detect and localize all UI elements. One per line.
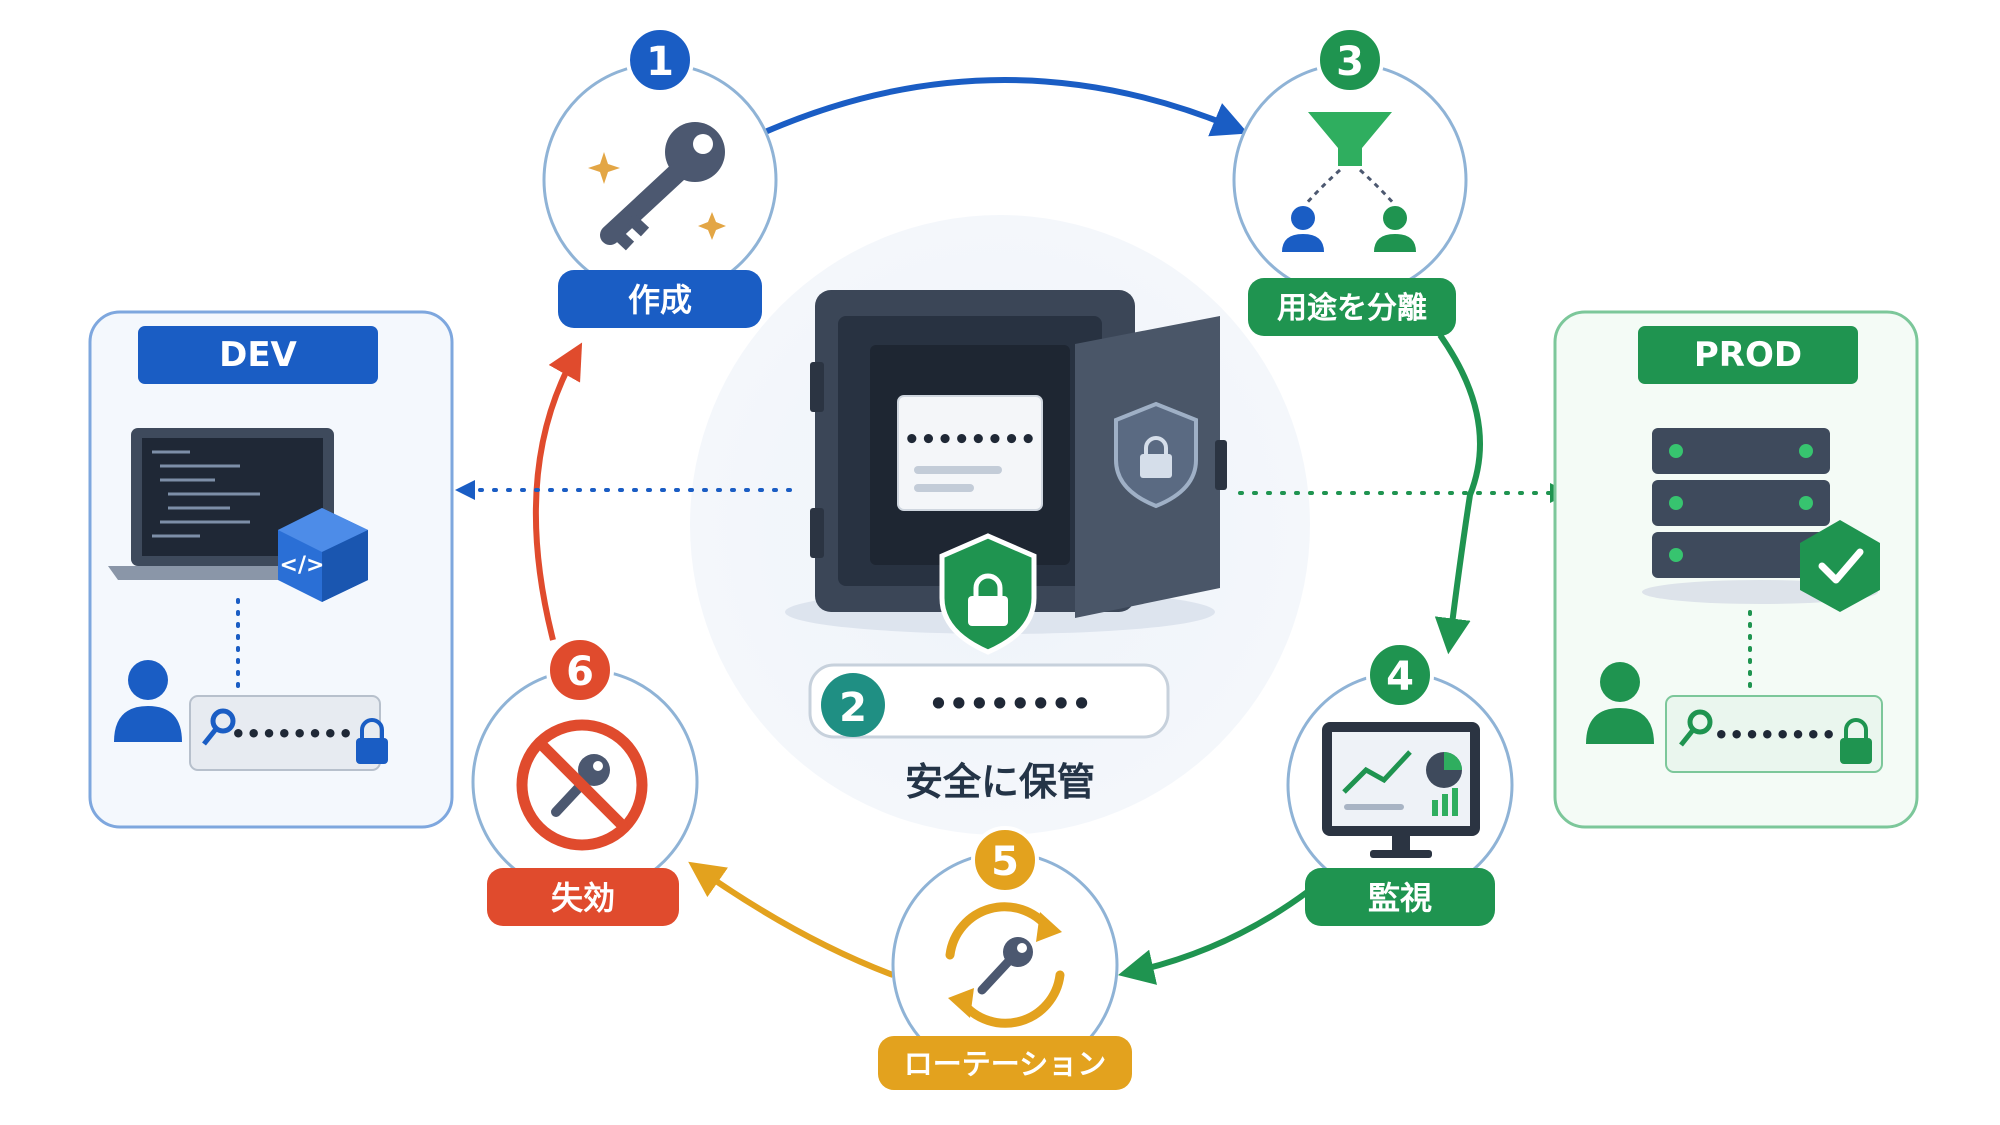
step-5-node: 5 ローテーション	[878, 826, 1132, 1090]
dev-lock-icon	[356, 718, 388, 764]
step-4-label: 監視	[1368, 879, 1432, 917]
step-2-node: 2 •••••••• 安全に保管	[808, 663, 1170, 804]
prod-user-icon	[1586, 662, 1654, 744]
secure-shield-icon	[939, 533, 1037, 655]
dev-key-icon	[202, 708, 236, 746]
step-5-number: 5	[991, 839, 1019, 885]
no-key-icon	[516, 719, 648, 851]
svg-text:</>: </>	[280, 553, 325, 578]
server-stack-icon	[1642, 428, 1878, 604]
prod-secret-mask: ••••••••	[1714, 721, 1837, 749]
vault-card-mask: ••••••••	[904, 425, 1037, 455]
dev-secret-mask: ••••••••	[231, 720, 354, 748]
step-1-node: 1 作成	[542, 26, 778, 328]
dev-environment-panel: DEV </> ••••••••	[88, 310, 454, 829]
step-6-label: 失効	[551, 879, 615, 917]
dev-user-icon	[114, 660, 182, 742]
prod-environment-panel: PROD ••••••••	[1553, 310, 1919, 829]
dev-label: DEV	[219, 335, 297, 375]
door-shield-icon	[1114, 401, 1198, 509]
step-3-label: 用途を分離	[1277, 291, 1427, 326]
step-3-node: 3 用途を分離	[1232, 26, 1468, 336]
step-4-node: 4 監視	[1286, 641, 1514, 926]
step-1-label: 作成	[628, 281, 692, 319]
step-3-number: 3	[1336, 39, 1364, 85]
step-2-label: 安全に保管	[905, 760, 1095, 804]
code-cube-icon: </>	[278, 508, 368, 602]
prod-label: PROD	[1694, 335, 1802, 375]
vault-safe: ••••••••	[785, 290, 1227, 655]
monitor-chart-icon	[1322, 722, 1480, 858]
lifecycle-arrows	[532, 77, 1483, 985]
prod-lock-icon	[1840, 718, 1872, 764]
sparkle-icon	[698, 212, 726, 240]
step-2-secret-mask: ••••••••	[928, 685, 1092, 723]
step-5-label: ローテーション	[904, 1047, 1106, 1081]
key-icon	[600, 122, 725, 251]
step-4-number: 4	[1386, 654, 1414, 700]
step-1-number: 1	[646, 39, 674, 85]
step-6-number: 6	[566, 649, 594, 695]
step-6-node: 6 失効	[471, 636, 699, 926]
funnel-split-icon	[1282, 112, 1416, 252]
step-2-number: 2	[839, 685, 867, 731]
check-badge-icon	[1800, 520, 1880, 612]
prod-key-icon	[1679, 709, 1713, 747]
rotate-key-icon	[945, 902, 1065, 1028]
sparkle-icon	[588, 152, 620, 184]
